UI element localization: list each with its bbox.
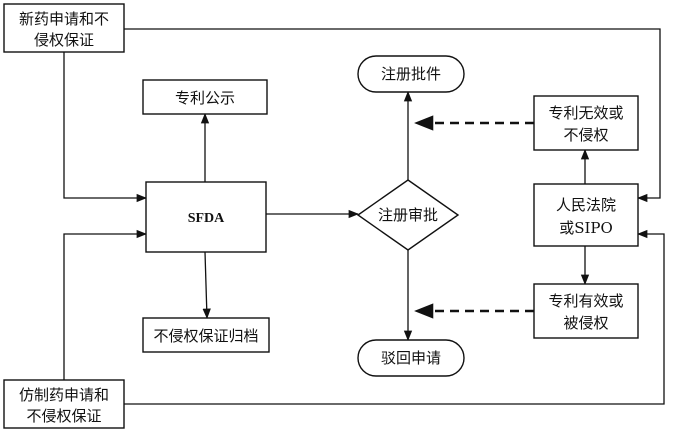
node-new-drug-application: 新药申请和不 侵权保证	[3, 3, 125, 53]
node-court-line2: 或SIPO	[559, 219, 613, 237]
node-generic-drug-line1: 仿制药申请和	[19, 386, 109, 404]
node-registration-review-label: 注册审批	[378, 206, 438, 224]
node-patent-publication-label: 专利公示	[175, 89, 235, 107]
node-patent-valid-line2: 被侵权	[563, 314, 608, 332]
node-new-drug-line1: 新药申请和不	[19, 10, 109, 28]
node-generic-drug-line2: 不侵权保证	[26, 407, 101, 425]
node-non-infringement-archive: 不侵权保证归档	[142, 317, 270, 353]
node-patent-invalid: 专利无效或 不侵权	[533, 95, 639, 151]
node-generic-drug-application: 仿制药申请和 不侵权保证	[3, 379, 125, 429]
node-registration-review: 注册审批	[356, 179, 460, 251]
connector-generic-drug-to-court	[124, 229, 665, 405]
node-sfda: SFDA	[145, 181, 267, 253]
node-archive-label: 不侵权保证归档	[153, 327, 258, 345]
node-court-or-sipo: 人民法院 或SIPO	[533, 183, 639, 247]
node-rejection: 驳回申请	[357, 339, 465, 377]
connector-new-drug-to-court	[124, 28, 661, 203]
node-registration-approval-label: 注册批件	[381, 65, 441, 83]
node-patent-valid-line1: 专利有效或	[548, 292, 623, 310]
node-patent-invalid-line2: 不侵权	[563, 126, 608, 144]
node-registration-approval: 注册批件	[357, 55, 465, 93]
node-rejection-label: 驳回申请	[381, 349, 441, 367]
node-sfda-label: SFDA	[188, 211, 225, 226]
node-court-line1: 人民法院	[556, 196, 616, 214]
connector-generic-drug-to-sfda	[63, 229, 148, 380]
connector-new-drug-to-sfda	[63, 52, 148, 203]
node-patent-invalid-line1: 专利无效或	[548, 104, 623, 122]
node-patent-valid: 专利有效或 被侵权	[533, 283, 639, 339]
node-patent-publication: 专利公示	[142, 79, 268, 115]
node-new-drug-line2: 侵权保证	[34, 31, 94, 49]
connector-sfda-to-archive	[202, 251, 211, 320]
